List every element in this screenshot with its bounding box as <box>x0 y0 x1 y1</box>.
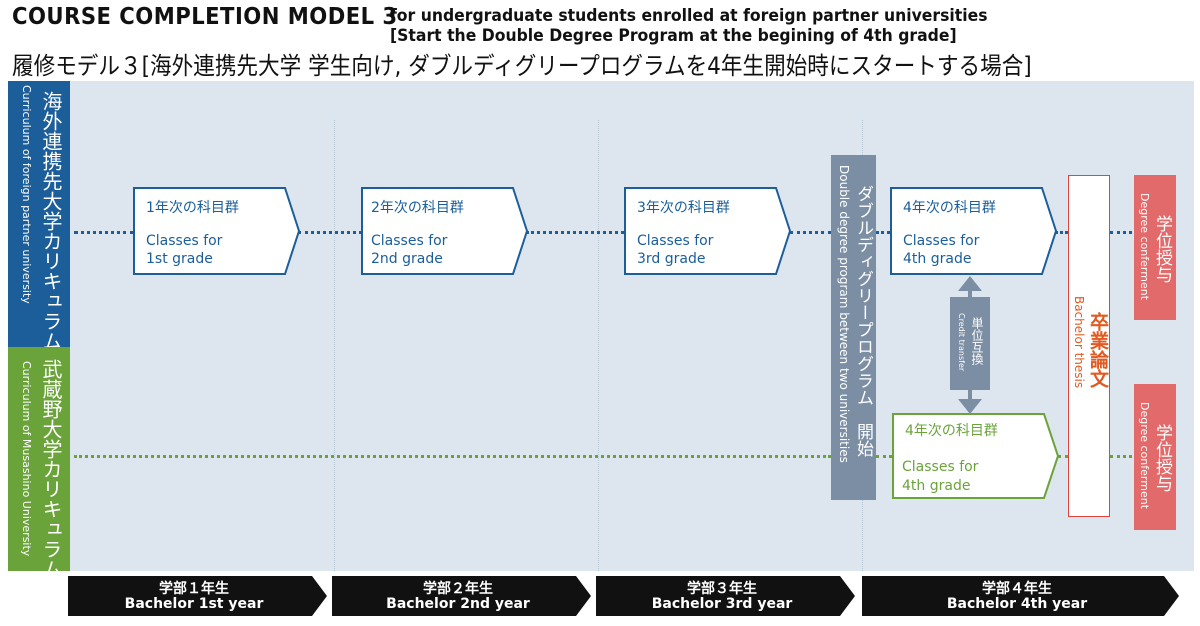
timeline-arrow-year1 <box>68 576 327 616</box>
credit-transfer-label-en: Credit transfer <box>957 313 966 372</box>
degree-conferment-musashino-en: Degree conferment <box>1138 402 1151 510</box>
foreign-line-segment <box>74 231 134 234</box>
track-foreign-label: 海外連携先大学カリキュラム Curriculum of foreign part… <box>8 81 70 351</box>
timeline-year3-ja: 学部３年生 <box>687 581 757 597</box>
box-2nd-grade-shape <box>361 187 529 275</box>
box-4th-grade-foreign-line2: 4th grade <box>903 251 972 267</box>
box-1st-grade-title: 1年次の科目群 <box>146 200 239 216</box>
box-4th-grade-foreign-line1: Classes for <box>903 233 980 249</box>
musashino-line-segment <box>74 455 831 458</box>
bachelor-thesis-label-en: Bachelor thesis <box>1072 296 1086 389</box>
musashino-line-segment <box>1058 455 1068 458</box>
box-2nd-grade-line2: 2nd grade <box>371 251 443 267</box>
timeline-arrow-year3 <box>596 576 855 616</box>
double-degree-label-en: Double degree program between two univer… <box>837 165 851 463</box>
box-1st-grade-line2: 1st grade <box>146 251 213 267</box>
musashino-line-segment <box>1110 455 1132 458</box>
timeline-year4-en: Bachelor 4th year <box>946 596 1088 612</box>
timeline-year2-ja: 学部２年生 <box>423 581 493 597</box>
box-2nd-grade-title: 2年次の科目群 <box>371 200 464 216</box>
bachelor-thesis-box: 卒業論文 Bachelor thesis <box>1068 175 1110 517</box>
track-musashino-label-ja: 武蔵野大学カリキュラム <box>39 359 63 579</box>
foreign-line-segment <box>1110 231 1132 234</box>
timeline-year1-ja: 学部１年生 <box>159 581 229 597</box>
box-4th-grade-musashino-title: 4年次の科目群 <box>905 423 998 439</box>
year-divider-1 <box>334 120 335 571</box>
box-2nd-grade-line1: Classes for <box>371 233 448 249</box>
track-musashino-label-en: Curriculum of Musashino University <box>20 361 33 557</box>
timeline-year1-en: Bachelor 1st year <box>124 596 264 612</box>
page-subtitle-line2: [Start the Double Degree Program at the … <box>390 26 957 46</box>
box-3rd-grade-line2: 3rd grade <box>637 251 706 267</box>
box-3rd-grade-title: 3年次の科目群 <box>637 200 730 216</box>
credit-transfer-bar: 単位互換 Credit transfer <box>950 297 990 390</box>
double-degree-bar: ダブルディグリープログラム 開始 Double degree program b… <box>831 155 876 500</box>
degree-conferment-foreign: 学位授与 Degree conferment <box>1134 175 1176 320</box>
box-4th-grade-musashino-line1: Classes for <box>902 459 979 475</box>
box-4th-grade-foreign-shape <box>890 187 1058 275</box>
box-1st-grade-shape <box>133 187 301 275</box>
page-title-ja: 履修モデル３[海外連携先大学 学生向け, ダブルディグリープログラムを4年生開始… <box>12 52 1032 80</box>
page-title: COURSE COMPLETION MODEL 3 <box>12 4 398 30</box>
box-3rd-grade-line1: Classes for <box>637 233 714 249</box>
foreign-line-segment <box>1055 231 1068 234</box>
degree-conferment-musashino: 学位授与 Degree conferment <box>1134 384 1176 530</box>
foreign-line-segment <box>790 231 831 234</box>
foreign-line-segment <box>526 231 624 234</box>
musashino-line-segment <box>876 455 892 458</box>
box-4th-grade-foreign-title: 4年次の科目群 <box>903 200 996 216</box>
credit-transfer-arrow <box>958 276 982 414</box>
track-musashino-label: 武蔵野大学カリキュラム Curriculum of Musashino Univ… <box>8 347 70 579</box>
year-divider-2 <box>598 120 599 571</box>
bachelor-thesis-label-ja: 卒業論文 <box>1087 312 1109 388</box>
box-4th-grade-musashino-line2: 4th grade <box>902 478 971 494</box>
degree-conferment-musashino-ja: 学位授与 <box>1152 424 1172 492</box>
degree-conferment-foreign-ja: 学位授与 <box>1152 215 1172 283</box>
timeline-year4-ja: 学部４年生 <box>982 581 1052 597</box>
foreign-line-segment <box>298 231 362 234</box>
timeline-year2-en: Bachelor 2nd year <box>386 596 530 612</box>
foreign-line-segment <box>876 231 890 234</box>
timeline-year3-en: Bachelor 3rd year <box>651 596 793 612</box>
box-4th-grade-musashino-shape <box>892 413 1060 499</box>
timeline-arrow-year2 <box>332 576 591 616</box>
page-subtitle-line1: for undergraduate students enrolled at f… <box>390 6 988 26</box>
track-foreign-label-en: Curriculum of foreign partner university <box>20 85 33 304</box>
timeline-arrow-year4 <box>862 576 1179 616</box>
track-foreign-label-ja: 海外連携先大学カリキュラム <box>39 91 63 351</box>
degree-conferment-foreign-en: Degree conferment <box>1138 193 1151 301</box>
box-3rd-grade-shape <box>624 187 792 275</box>
double-degree-label-ja: ダブルディグリープログラム 開始 <box>853 185 873 457</box>
box-1st-grade-line1: Classes for <box>146 233 223 249</box>
credit-transfer-label-ja: 単位互換 <box>970 317 984 365</box>
